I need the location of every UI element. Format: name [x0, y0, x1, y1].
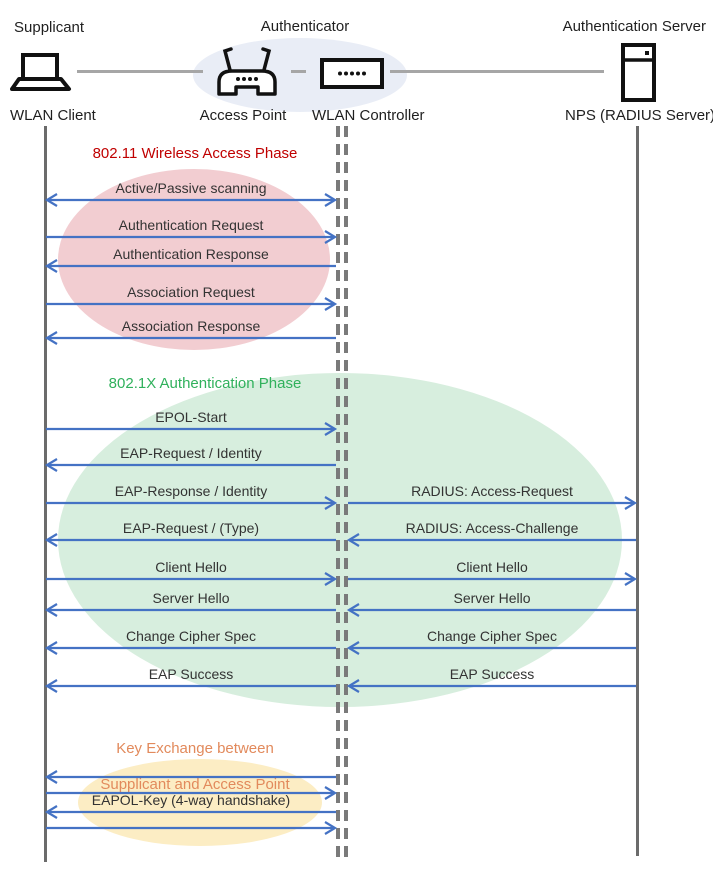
message-arrow — [44, 679, 336, 693]
message-label: Change Cipher Spec — [427, 628, 557, 644]
laptop-icon — [10, 53, 71, 91]
phase3-ellipse — [78, 759, 322, 846]
message-arrow — [44, 770, 336, 784]
connector-dash — [291, 70, 306, 73]
message-label: RADIUS: Access-Request — [411, 483, 573, 499]
lifeline-supplicant — [44, 126, 47, 862]
message-label: EAP Success — [449, 666, 535, 682]
message-label: Association Request — [127, 284, 255, 300]
message-arrow — [348, 572, 638, 586]
message-arrow — [46, 422, 338, 436]
lifeline-authenticator-dash-right — [344, 126, 348, 859]
message-arrow — [44, 603, 336, 617]
message-arrow — [348, 496, 638, 510]
message-label: Association Response — [121, 318, 261, 334]
role-supplicant: Supplicant — [14, 19, 85, 36]
device-nps-radius-server: NPS (RADIUS Server) — [565, 107, 713, 124]
message-arrow — [44, 193, 338, 207]
message-label: Active/Passive scanning — [115, 180, 267, 196]
phase3-title: Key Exchange between Supplicant and Acce… — [50, 722, 340, 812]
connector-line — [77, 70, 203, 73]
phase1-title: 802.11 Wireless Access Phase — [92, 145, 298, 162]
message-arrow — [46, 786, 338, 800]
message-arrow — [44, 533, 336, 547]
phase3-title-line2: Supplicant and Access Point — [100, 776, 290, 793]
message-arrow — [46, 572, 338, 586]
message-arrow — [44, 458, 336, 472]
message-arrow — [346, 641, 636, 655]
access-point-icon — [217, 47, 277, 96]
message-arrow — [44, 641, 336, 655]
connector-line — [390, 70, 604, 73]
message-arrow — [346, 603, 636, 617]
message-label: Server Hello — [453, 590, 531, 606]
message-arrow — [44, 259, 336, 273]
message-label: Client Hello — [456, 559, 528, 575]
phase2-title: 802.1X Authentication Phase — [108, 375, 302, 392]
message-label: EAP Success — [148, 666, 234, 682]
message-label: RADIUS: Access-Challenge — [405, 520, 579, 536]
message-arrow — [44, 331, 336, 345]
lifeline-authentication-server — [636, 126, 639, 856]
message-arrow — [46, 297, 338, 311]
message-arrow — [46, 230, 338, 244]
device-wlan-controller: WLAN Controller — [312, 107, 425, 124]
lifeline-authenticator-dash-left — [336, 126, 340, 859]
wlan-controller-icon — [320, 58, 384, 89]
message-label: Change Cipher Spec — [126, 628, 256, 644]
server-icon — [621, 43, 656, 102]
role-authenticator: Authenticator — [260, 18, 350, 35]
message-label: Authentication Request — [118, 217, 264, 233]
message-label: EAP-Request / (Type) — [122, 520, 260, 536]
phase3-title-line1: Key Exchange between — [116, 740, 274, 757]
message-arrow — [346, 533, 636, 547]
message-label: EAP-Response / Identity — [114, 483, 268, 499]
role-authentication-server: Authentication Server — [562, 18, 706, 35]
message-label: EPOL-Start — [155, 409, 227, 425]
device-wlan-client: WLAN Client — [10, 107, 96, 124]
message-label: Server Hello — [152, 590, 230, 606]
device-access-point: Access Point — [199, 107, 287, 124]
message-arrow — [46, 496, 338, 510]
message-label: Client Hello — [155, 559, 227, 575]
message-label: EAPOL-Key (4-way handshake) — [91, 792, 291, 808]
message-arrow — [346, 679, 636, 693]
message-arrow — [46, 821, 338, 835]
message-label: Authentication Response — [113, 246, 269, 262]
message-label: EAP-Request / Identity — [120, 445, 262, 461]
message-arrow — [44, 805, 336, 819]
